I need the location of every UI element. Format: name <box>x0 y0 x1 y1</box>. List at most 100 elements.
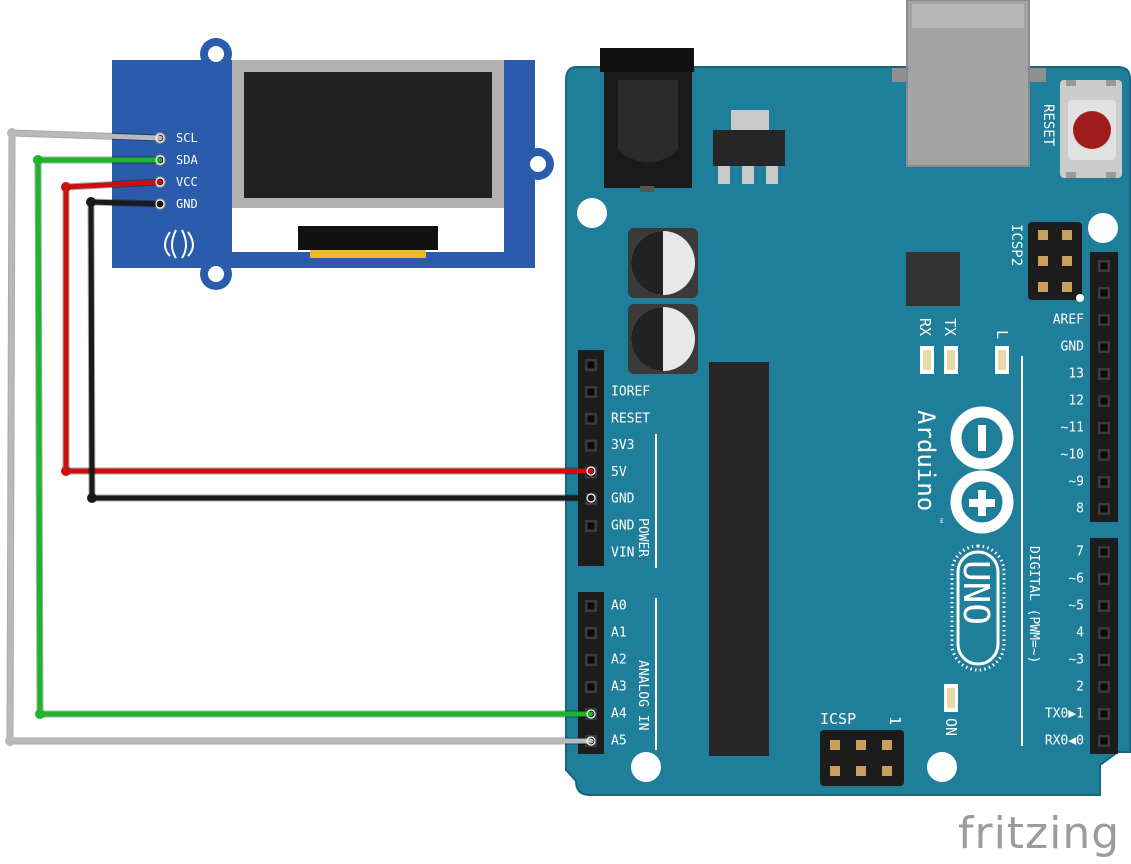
digital-pin-label: 12 <box>1068 394 1084 409</box>
digital-pin[interactable] <box>1098 708 1110 720</box>
icsp-pin <box>856 766 866 776</box>
digital-pin-label: ~6 <box>1068 572 1084 587</box>
power-pin-label: RESET <box>611 411 650 426</box>
uno-badge: UNO <box>950 544 1006 672</box>
icsp2-header <box>1028 222 1082 300</box>
oled-screen <box>244 72 492 198</box>
digital-pin[interactable] <box>1098 422 1110 434</box>
digital-pin[interactable] <box>1098 627 1110 639</box>
digital-label: DIGITAL (PWM=~) <box>1026 546 1041 663</box>
power-pin[interactable] <box>585 386 597 398</box>
digital-pin-label: TX0▶1 <box>1045 707 1084 722</box>
reset-button[interactable] <box>1060 80 1122 178</box>
icsp-pin <box>882 740 892 750</box>
power-header <box>578 350 604 566</box>
wire-scl-a5[interactable] <box>7 130 594 744</box>
analog-pin-label: A3 <box>611 680 627 695</box>
digital-pin[interactable] <box>1098 368 1110 380</box>
digital-pin-label: GND <box>1061 340 1085 355</box>
analog-pin[interactable] <box>585 681 597 693</box>
arduino-infinity-logo <box>950 406 1014 534</box>
wires <box>5 128 596 746</box>
digital-pin[interactable] <box>1098 341 1110 353</box>
digital-pin[interactable] <box>1098 573 1110 585</box>
wire-end <box>586 493 596 503</box>
icsp2-pin <box>1062 256 1072 266</box>
mounting-hole <box>530 156 546 172</box>
usb-connector <box>892 0 1046 167</box>
icsp-pin1-label: 1 <box>886 716 904 725</box>
trademark-symbol: ™ <box>933 517 943 523</box>
digital-pin[interactable] <box>1098 314 1110 326</box>
icsp2-pin <box>1038 256 1048 266</box>
wire-end <box>586 709 596 719</box>
digital-pin[interactable] <box>1098 449 1110 461</box>
power-pin-label: 5V <box>611 465 627 480</box>
tx-label: TX <box>941 318 959 336</box>
oled-pin-label: VCC <box>176 175 198 189</box>
analog-pin[interactable] <box>585 600 597 612</box>
icsp-pin <box>830 740 840 750</box>
mounting-hole <box>208 46 224 62</box>
icsp2-pin <box>1038 282 1048 292</box>
digital-pin-label: 8 <box>1076 502 1084 517</box>
digital-pin[interactable] <box>1098 287 1110 299</box>
voltage-regulator <box>713 110 785 184</box>
led-l <box>995 346 1009 374</box>
analog-pin[interactable] <box>585 627 597 639</box>
digital-pin-label: 4 <box>1076 626 1084 641</box>
arduino-wordmark: Arduino <box>912 410 940 511</box>
capacitor <box>628 228 698 298</box>
analog-pin-label: A4 <box>611 707 627 722</box>
icsp2-label: ICSP2 <box>1008 224 1024 266</box>
arduino-uno-board: RESET ICSP2 ICSP 1 RX TX L ON Arduino ™ <box>565 0 1131 796</box>
digital-pin[interactable] <box>1098 476 1110 488</box>
analog-pin[interactable] <box>585 654 597 666</box>
digital-pin-label: AREF <box>1053 313 1084 328</box>
digital-pin[interactable] <box>1098 546 1110 558</box>
digital-pin[interactable] <box>1098 503 1110 515</box>
icsp-header <box>820 730 904 786</box>
wire-vcc-5v[interactable] <box>63 179 594 474</box>
power-pin[interactable] <box>585 520 597 532</box>
capacitor <box>628 304 698 374</box>
digital-pin[interactable] <box>1098 654 1110 666</box>
dc-power-jack <box>600 48 694 192</box>
digital-pin-label: ~10 <box>1061 448 1084 463</box>
power-pin-label: GND <box>611 492 635 507</box>
ribbon-connector <box>298 226 438 250</box>
digital-pin[interactable] <box>1098 681 1110 693</box>
atmega-chip <box>709 362 769 756</box>
digital-pin[interactable] <box>1098 395 1110 407</box>
digital-header-bottom <box>1090 538 1118 754</box>
digital-pin[interactable] <box>1098 600 1110 612</box>
analog-label: ANALOG IN <box>635 660 650 730</box>
wire-end <box>586 466 596 476</box>
digital-pin-label: ~11 <box>1061 421 1084 436</box>
digital-pin[interactable] <box>1098 260 1110 272</box>
power-pin[interactable] <box>585 412 597 425</box>
power-pin[interactable] <box>585 359 597 371</box>
digital-pin-label: 2 <box>1076 680 1084 695</box>
wire-end <box>155 133 165 143</box>
digital-pin[interactable] <box>1098 735 1110 747</box>
analog-pin-label: A5 <box>611 734 627 749</box>
wire-gnd-gnd[interactable] <box>88 199 594 501</box>
l-label: L <box>993 330 1011 339</box>
wire-end <box>155 199 165 209</box>
analog-pin-label: A1 <box>611 626 627 641</box>
power-label: POWER <box>635 518 650 557</box>
mounting-hole <box>208 266 224 282</box>
digital-pin-label: 7 <box>1076 545 1084 560</box>
uno-label: UNO <box>955 560 996 625</box>
led-on <box>944 684 958 712</box>
icsp2-pin <box>1038 230 1048 240</box>
power-pin[interactable] <box>585 439 597 452</box>
mounting-hole <box>927 752 957 782</box>
wire-sda-a4[interactable] <box>35 157 594 717</box>
icsp-pin <box>856 740 866 750</box>
icsp-pin <box>830 766 840 776</box>
led-tx <box>944 346 958 374</box>
fritzing-watermark: fritzing <box>958 808 1121 859</box>
